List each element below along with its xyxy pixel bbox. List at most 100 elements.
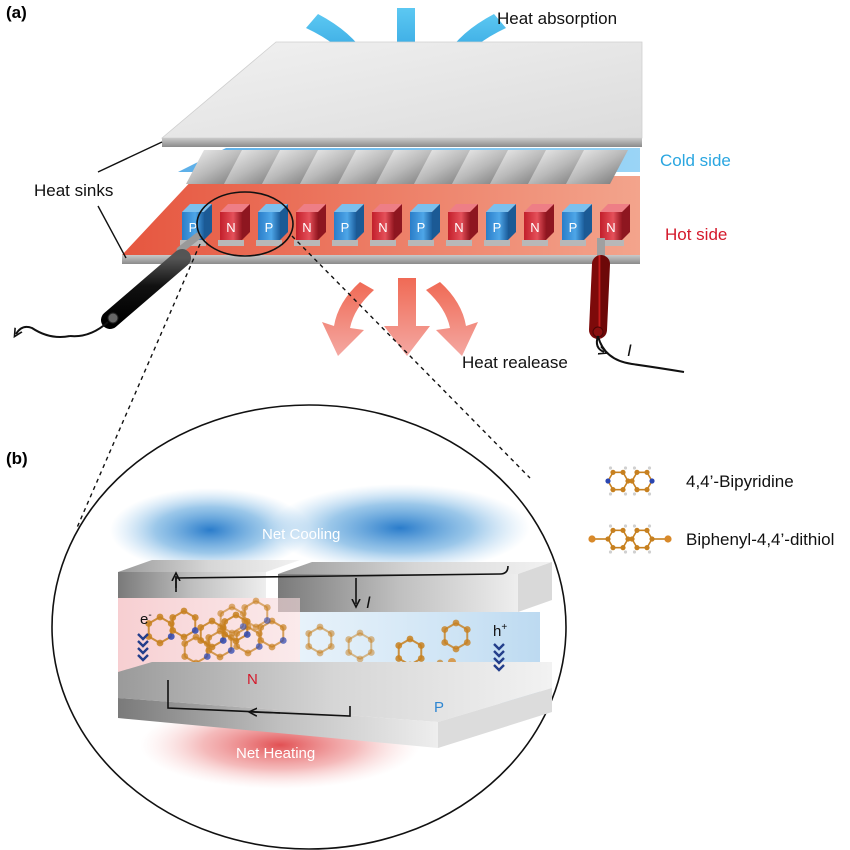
atom — [167, 633, 175, 640]
top-electrodes — [118, 560, 552, 612]
zoom-leader-right — [291, 235, 531, 479]
bottom-electrode — [118, 662, 552, 748]
atom — [279, 637, 287, 644]
atom — [327, 630, 335, 637]
atom — [279, 624, 287, 631]
atom — [395, 642, 403, 649]
atom — [345, 636, 353, 643]
atom — [228, 629, 236, 637]
atom — [208, 617, 216, 625]
p-leg-label: P — [341, 220, 350, 235]
p-leg-label: P — [265, 220, 274, 235]
n-leg-label: N — [530, 220, 539, 235]
n-leg-label: N — [454, 220, 463, 235]
atom — [452, 645, 460, 653]
atom — [169, 614, 177, 621]
heat-sinks-label: Heat sinks — [34, 181, 113, 200]
atom — [356, 655, 364, 663]
atom — [216, 653, 224, 661]
p-leg-label: P — [493, 220, 502, 235]
electron-chevrons — [137, 633, 149, 662]
heat-release-label: Heat realease — [462, 353, 568, 372]
atom — [252, 623, 260, 631]
cold-side-bridge — [566, 150, 628, 184]
cold-side-label: Cold side — [660, 151, 731, 170]
atom — [227, 647, 235, 654]
svg-text:e-: e- — [140, 610, 152, 628]
atom — [463, 626, 471, 633]
net-cooling-label: Net Cooling — [262, 526, 340, 543]
p-leg-label: P — [417, 220, 426, 235]
dithiol-legend-label: Biphenyl-4,4’-dithiol — [686, 530, 834, 549]
atom — [181, 640, 189, 647]
atom — [463, 639, 471, 646]
chevron-down-icon — [137, 647, 149, 655]
atom — [252, 597, 260, 605]
current-path — [167, 565, 509, 716]
bipyridine-legend-icon — [605, 466, 655, 496]
n-type-leg: N — [446, 204, 478, 246]
atom — [243, 631, 251, 638]
atom — [367, 649, 375, 656]
heat-absorption-label: Heat absorption — [497, 9, 617, 28]
panel-b-label: (b) — [6, 449, 28, 468]
n-type-leg: N — [522, 204, 554, 246]
atom — [327, 643, 335, 650]
p-type-leg: P — [332, 204, 364, 246]
molecule-legend: 4,4’-Bipyridine Biphenyl-4,4’-dithiol — [588, 466, 834, 554]
atom — [417, 642, 425, 649]
atom — [233, 643, 241, 650]
n-type-leg: N — [294, 204, 326, 246]
electron-carrier: e- — [137, 610, 152, 662]
atom — [228, 603, 236, 611]
atom — [244, 649, 252, 657]
negative-lead — [16, 232, 202, 337]
p-type-leg: P — [408, 204, 440, 246]
chevron-down-icon — [493, 657, 505, 665]
hole-chevrons — [493, 643, 505, 672]
zoom-highlight-ellipse — [196, 191, 294, 257]
atom — [255, 643, 263, 650]
atom — [217, 610, 225, 617]
chevron-down-icon — [137, 640, 149, 648]
net-cooling-cloud — [270, 484, 530, 572]
current-label-a: I — [627, 341, 632, 360]
atom — [367, 636, 375, 643]
atom — [156, 613, 164, 621]
current-label-b: I — [366, 593, 371, 612]
atom — [441, 639, 449, 646]
atom — [257, 637, 265, 644]
atom — [180, 633, 188, 641]
chevron-down-icon — [493, 664, 505, 672]
n-type-label: N — [247, 671, 258, 688]
release-arrow-right — [426, 282, 478, 356]
heat-sinks-pointer-top — [97, 141, 163, 173]
net-heating-label: Net Heating — [236, 745, 315, 762]
n-type-leg: N — [598, 204, 630, 246]
bipyridine-legend-label: 4,4’-Bipyridine — [686, 472, 794, 491]
n-leg-label: N — [378, 220, 387, 235]
atom — [263, 617, 271, 624]
n-leg-label: N — [226, 220, 235, 235]
atom — [232, 611, 240, 619]
p-type-leg: P — [560, 204, 592, 246]
atom — [145, 620, 153, 627]
release-arrow-center — [384, 278, 430, 356]
atom — [181, 653, 189, 660]
atom — [263, 604, 271, 611]
atom — [241, 604, 249, 611]
atom — [417, 655, 425, 662]
top-heat-sink-plate — [160, 41, 643, 147]
atom — [345, 649, 353, 656]
zoom-leader-left — [75, 243, 201, 531]
p-leg-label: P — [189, 220, 198, 235]
atom — [395, 655, 403, 662]
p-type-leg: P — [256, 204, 288, 246]
atom — [239, 623, 247, 630]
net-cooling-cloud — [110, 488, 310, 572]
svg-text:h+: h+ — [493, 622, 507, 640]
n-leg-label: N — [606, 220, 615, 235]
atom — [406, 635, 414, 643]
